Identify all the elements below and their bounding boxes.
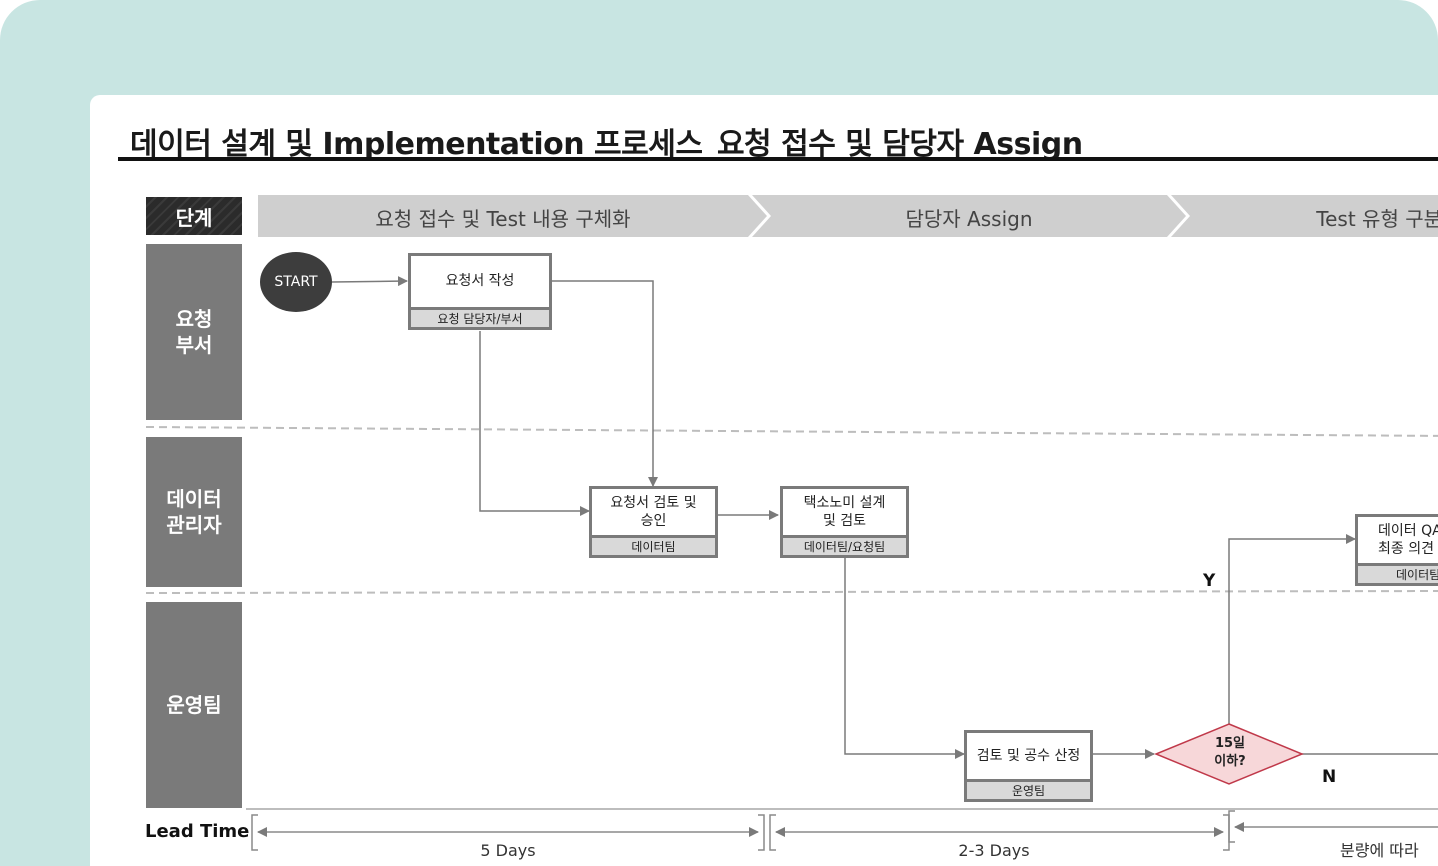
node-label: 택소노미 설계 및 검토: [803, 494, 886, 529]
page-title: 데이터 설계 및 Implementation 프로세스_요청 접수 및 담당자…: [130, 127, 1083, 162]
lane-label-request: 요청 부서: [146, 244, 242, 420]
lead-time-segment-3: 분량에 따라: [1340, 841, 1419, 860]
node-effort-estimate: 검토 및 공수 산정 운영팀: [964, 730, 1093, 802]
stage-chevron-3: [1171, 195, 1438, 237]
stage-header-label: 단계: [146, 197, 242, 235]
node-data-qa: 데이터 QA 최종 의견 데이터팀: [1355, 514, 1438, 586]
lane-divider-2: [145, 590, 1438, 594]
lead-bracket-2-left: [769, 814, 776, 851]
node-label: 검토 및 공수 산정: [976, 747, 1081, 764]
lane-divider-1: [145, 426, 1438, 437]
node-owner: 운영팀: [967, 779, 1090, 799]
lead-bracket-3-left: [1228, 810, 1235, 843]
node-owner: 데이터팀: [1358, 563, 1438, 583]
decision-label: 15일 이하?: [1214, 736, 1246, 769]
node-label: 데이터 QA 최종 의견: [1378, 522, 1438, 557]
connector-request-to-review-1: [551, 280, 658, 487]
node-owner: 데이터팀: [592, 535, 715, 555]
decision-diamond: [1154, 723, 1304, 785]
stage-chevron-1: [258, 195, 767, 237]
lead-bracket-1-left: [251, 814, 258, 851]
stage-label-2: 담당자 Assign: [905, 206, 1033, 231]
node-label: 요청서 검토 및 승인: [610, 494, 697, 529]
lead-time-segment-2: 2-3 Days: [958, 841, 1030, 860]
node-owner: 데이터팀/요청팀: [783, 535, 906, 555]
node-taxonomy-design: 택소노미 설계 및 검토 데이터팀/요청팀: [780, 486, 909, 558]
lead-time-label: Lead Time: [145, 821, 250, 842]
diagram-sheet: 데이터 설계 및 Implementation 프로세스_요청 접수 및 담당자…: [90, 95, 1438, 866]
connector-layer: [145, 195, 1438, 851]
decision-yes-label: Y: [1203, 571, 1216, 591]
connector-request-to-review-2: [479, 331, 590, 516]
node-label: 요청서 작성: [445, 273, 515, 290]
connector-start-to-request: [331, 276, 408, 287]
connector-decision-yes: [1228, 534, 1356, 724]
connector-taxonomy-to-estimate: [844, 557, 965, 759]
start-node: START: [260, 252, 332, 312]
title-divider: [118, 157, 1438, 161]
lane-label-operations: 운영팀: [146, 602, 242, 808]
lead-bracket-2-right: [1223, 814, 1230, 851]
lane-label-data-manager: 데이터 관리자: [146, 437, 242, 587]
node-request-review: 요청서 검토 및 승인 데이터팀: [589, 486, 718, 558]
stage-label-1: 요청 접수 및 Test 내용 구체화: [375, 206, 631, 231]
node-owner: 요청 담당자/부서: [411, 307, 549, 327]
decision-no-label: N: [1322, 767, 1337, 787]
stage-label-3: Test 유형 구분: [1316, 206, 1438, 231]
stage-chevron-2: [752, 195, 1186, 237]
lead-bracket-1-right: [758, 814, 765, 851]
lead-time-segment-1: 5 Days: [480, 841, 536, 860]
node-request-form: 요청서 작성 요청 담당자/부서: [408, 253, 552, 330]
